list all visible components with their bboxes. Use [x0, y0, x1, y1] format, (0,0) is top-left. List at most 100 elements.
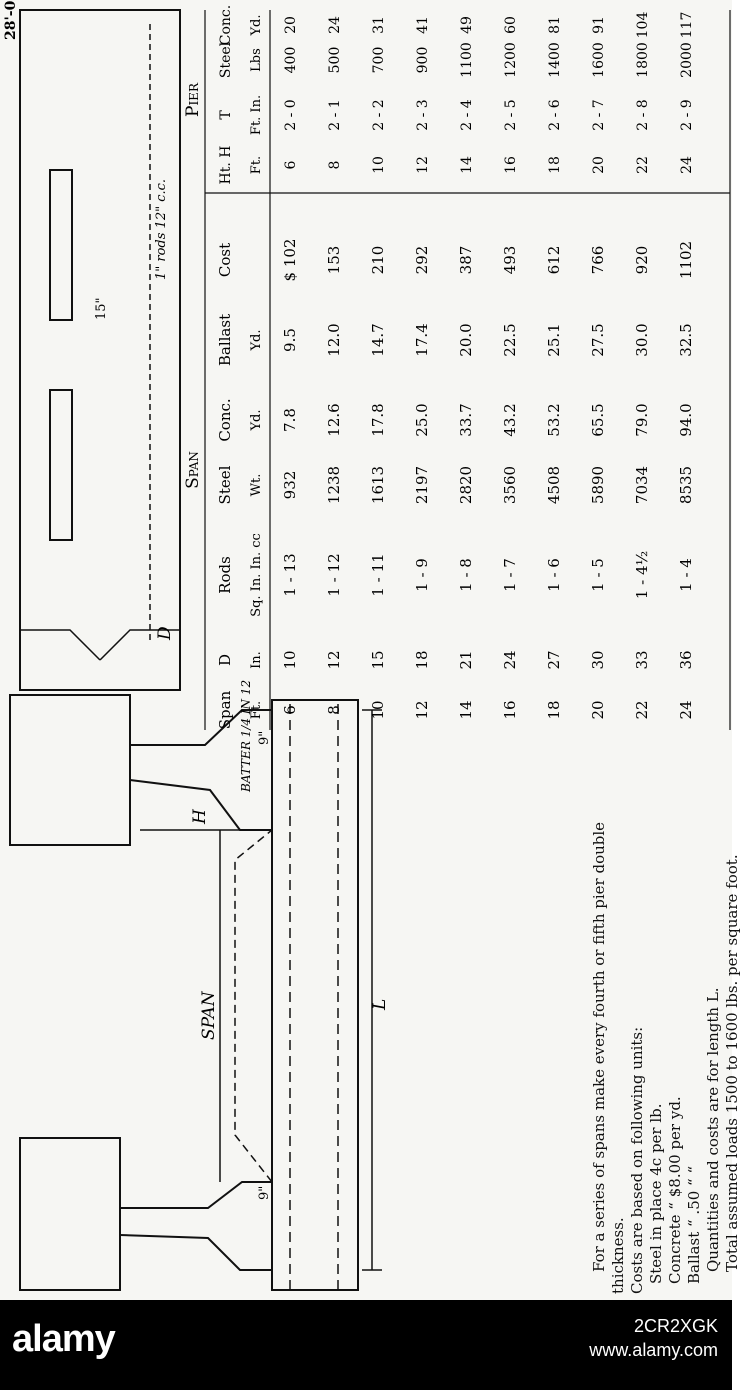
- pier-col-unit: Ft. In.: [249, 95, 264, 135]
- pier-cell: 2 - 0: [283, 99, 299, 130]
- pier-cell: 1600: [591, 42, 607, 78]
- span-cell: 1 - 6: [545, 558, 563, 592]
- label-H: H: [190, 808, 210, 825]
- pier-cell: 20: [591, 156, 607, 174]
- span-cell: 210: [369, 246, 387, 275]
- span-cell: 24: [677, 700, 695, 719]
- span-cell: 24: [501, 650, 519, 669]
- span-cell: 1 - 13: [281, 553, 299, 596]
- pier-cell: 49: [459, 16, 475, 34]
- span-cell: 33: [633, 650, 651, 669]
- pier-cell: 700: [371, 47, 387, 74]
- pier-cell: 1200: [503, 42, 519, 78]
- span-cell: 10: [369, 700, 387, 719]
- span-cell: 8535: [677, 466, 695, 504]
- span-cell: 7034: [633, 466, 651, 504]
- pier-cell: 1800: [635, 42, 651, 78]
- pier-group-header: Pier: [183, 82, 203, 117]
- span-cell: 1102: [677, 241, 695, 279]
- span-col-unit: Yd.: [249, 409, 264, 431]
- pier-cell: 1100: [459, 42, 475, 78]
- span-group-header: Span: [183, 451, 203, 489]
- span-cell: 14.7: [369, 323, 387, 356]
- pier-length: 28'-0": [3, 0, 19, 40]
- span-cell: 32.5: [677, 323, 695, 356]
- span-cell: 27.5: [589, 323, 607, 356]
- span-cell: 15: [369, 650, 387, 669]
- span-cell: 612: [545, 246, 563, 275]
- pier-cell: 22: [635, 156, 651, 174]
- note-costs-basis: Costs are based on following units:: [628, 1026, 646, 1294]
- span-cell: 493: [501, 246, 519, 275]
- pier-col-header: Conc.: [218, 5, 234, 45]
- pier-col-unit: Lbs: [249, 48, 264, 72]
- pier-cell: 31: [371, 16, 387, 34]
- note-loads: Total assumed loads 1500 to 1600 lbs. pe…: [723, 854, 741, 1272]
- span-cell: 12: [325, 650, 343, 669]
- span-col-header: Steel: [216, 465, 234, 504]
- pier-col-header: Steel: [218, 41, 234, 78]
- pier-cell: 400: [283, 47, 299, 74]
- span-cell: 43.2: [501, 403, 519, 436]
- span-cell: 7.8: [281, 408, 299, 432]
- span-cell: 1 - 11: [369, 553, 387, 596]
- pier-cell: 2 - 8: [635, 99, 651, 130]
- pier-cell: 2 - 3: [415, 99, 431, 130]
- span-cell: 8: [325, 705, 343, 715]
- pier-cell: 2 - 1: [327, 99, 343, 130]
- note-series: For a series of spans make every fourth …: [590, 821, 627, 1294]
- span-cell: 2820: [457, 466, 475, 504]
- span-cell: 18: [413, 650, 431, 669]
- span-col-unit: Ft.: [249, 701, 264, 719]
- site-url: www.alamy.com: [589, 1340, 718, 1360]
- span-cell: 10: [281, 650, 299, 669]
- pier-outline: [19, 9, 181, 691]
- span-col-header: Cost: [216, 243, 234, 277]
- span-cell: 2197: [413, 466, 431, 504]
- span-cell: 6: [281, 705, 299, 715]
- span-cell: 30.0: [633, 323, 651, 356]
- span-cell: 22: [633, 700, 651, 719]
- span-cell: 17.4: [413, 323, 431, 356]
- pier-cell: 16: [503, 156, 519, 174]
- span-cell: 30: [589, 650, 607, 669]
- span-cell: 25.1: [545, 323, 563, 356]
- span-cell: 12.0: [325, 323, 343, 356]
- pier-cell: 8: [327, 161, 343, 170]
- pier-cell: 20: [283, 16, 299, 34]
- image-id: 2CR2XGK: [633, 1316, 718, 1336]
- label-L: L: [370, 999, 390, 1011]
- pier-cell: 1400: [547, 42, 563, 78]
- bent-elevation-drawing: L SPAN H BATTER 1/4 IN 12 9" 9": [9, 680, 390, 1291]
- pier-cell: 14: [459, 156, 475, 174]
- span-cell: $ 102: [281, 239, 299, 282]
- watermark-id: 2CR2XGK www.alamy.com: [589, 1314, 718, 1362]
- dim-9-right: 9": [257, 731, 272, 745]
- span-cell: 33.7: [457, 403, 475, 436]
- document-page: L SPAN H BATTER 1/4 IN 12 9" 9" For a se…: [0, 0, 741, 1300]
- label-batter: BATTER 1/4 IN 12: [239, 680, 253, 793]
- span-cell: 21: [457, 650, 475, 669]
- pier-cell: 900: [415, 47, 431, 74]
- pier-cell: 91: [591, 16, 607, 34]
- span-cell: 12: [413, 700, 431, 719]
- span-col-unit: In.: [249, 651, 264, 669]
- span-cell: 17.8: [369, 403, 387, 436]
- span-cell: 25.0: [413, 403, 431, 436]
- pier-cell: 60: [503, 16, 519, 34]
- span-col-header: Conc.: [216, 398, 234, 441]
- span-cell: 20.0: [457, 323, 475, 356]
- deck-slab: [271, 699, 359, 1291]
- note-steel-unit: Steel in place 4c per lb.: [647, 1103, 665, 1284]
- pier-cell: 2 - 2: [371, 99, 387, 130]
- label-span: SPAN: [199, 990, 219, 1040]
- dim-15: 15": [94, 297, 109, 320]
- pier-cell: 2 - 6: [547, 99, 563, 131]
- pier-cell: 18: [547, 156, 563, 174]
- rotated-content: L SPAN H BATTER 1/4 IN 12 9" 9" For a se…: [3, 0, 741, 1294]
- span-cell: 94.0: [677, 403, 695, 436]
- note-concrete-unit: Concrete “ $8.00 per yd.: [666, 1096, 684, 1284]
- span-cell: 36: [677, 650, 695, 669]
- span-cell: 387: [457, 246, 475, 275]
- span-cell: 14: [457, 700, 475, 719]
